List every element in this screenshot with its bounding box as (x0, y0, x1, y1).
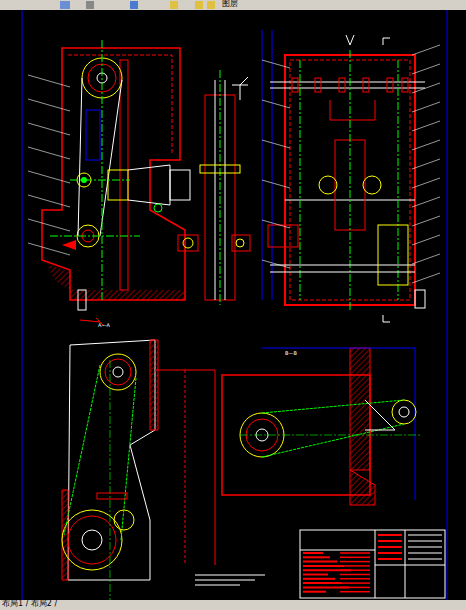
bolt-rows (292, 78, 408, 92)
chain-drive-view (62, 340, 215, 600)
layout-tabs: 布局1 / 布局2 / (2, 600, 57, 609)
toolbar-label: 图层 (222, 0, 238, 9)
leader-lines (28, 45, 440, 283)
toolbar (0, 0, 466, 10)
view-label: B—B (285, 351, 297, 357)
tab-strip (0, 600, 466, 610)
section-view (268, 35, 425, 322)
drawing-frame (22, 10, 447, 600)
belt-drive-view (222, 348, 420, 505)
elevation-view (42, 40, 190, 326)
vertical-shaft (178, 70, 250, 305)
view-label: A—A (98, 323, 110, 329)
notes (195, 575, 265, 585)
title-block (300, 530, 445, 598)
